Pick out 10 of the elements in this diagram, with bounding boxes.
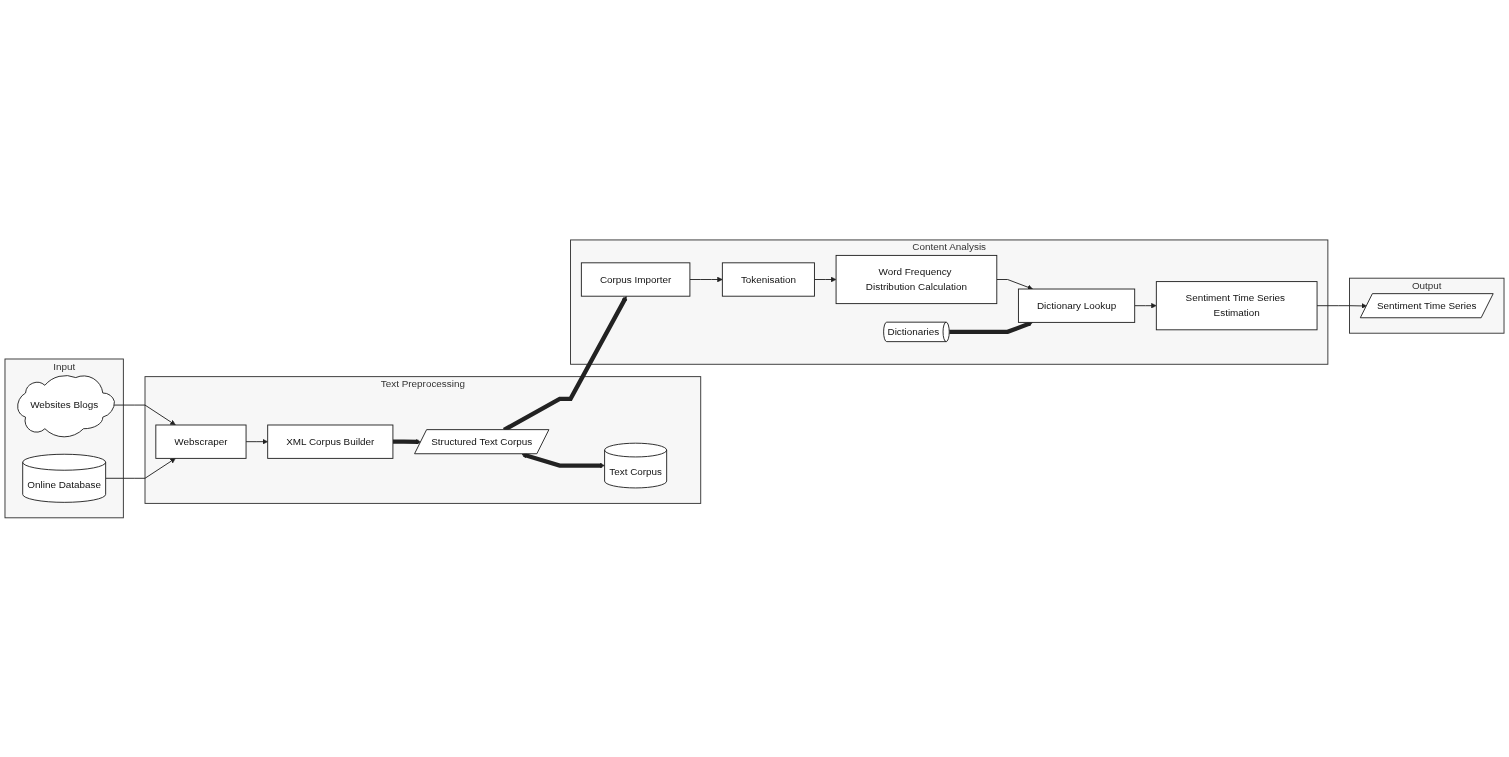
node-box: Sentiment Time Series Estimation <box>1155 280 1318 330</box>
node-text: Dictionaries <box>887 325 940 337</box>
node-box: Word Frequency Distribution Calculation <box>835 254 998 304</box>
arrow <box>392 438 422 445</box>
node-box: Webscraper <box>155 424 247 459</box>
node-box: Tokenisation <box>721 261 815 297</box>
node-box: Dictionary Lookup <box>1017 288 1136 323</box>
node-box: XML Corpus Builder <box>267 424 394 459</box>
node-box: Corpus Importer <box>580 261 691 297</box>
arrow <box>521 452 605 468</box>
